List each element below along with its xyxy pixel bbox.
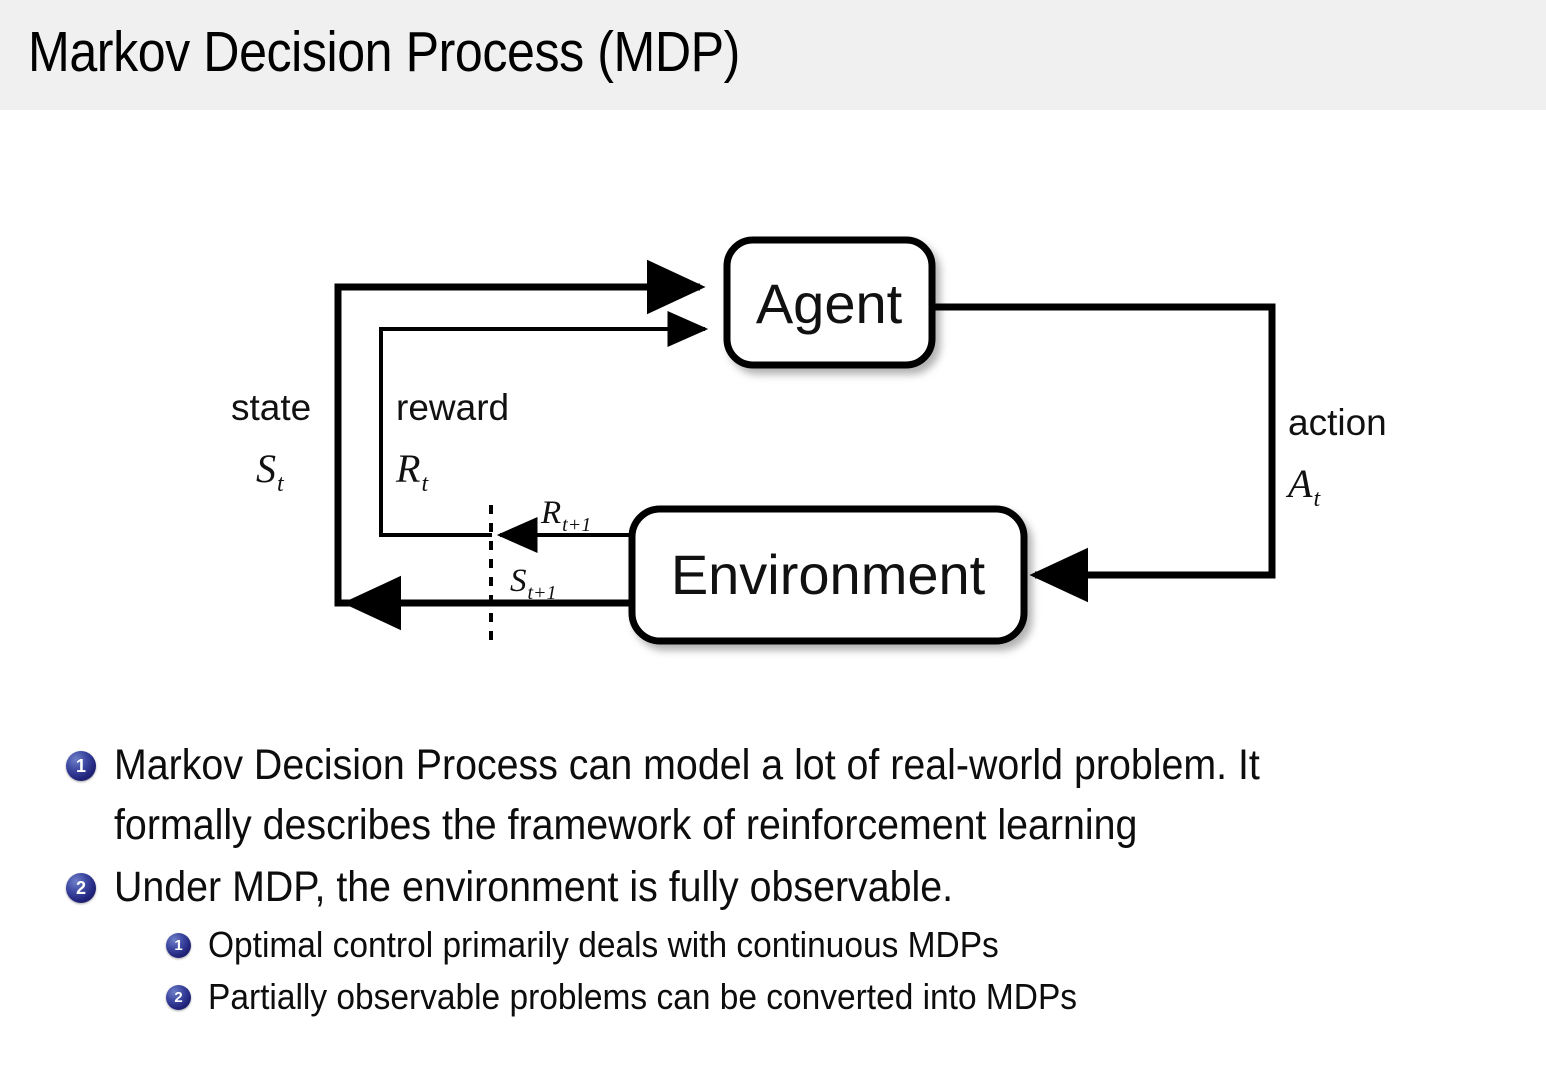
state-word-label: state <box>231 387 311 428</box>
reward-word-label: reward <box>396 387 509 428</box>
environment-node: Environment <box>628 505 1028 645</box>
slide-header-band: Markov Decision Process (MDP) <box>0 0 1546 110</box>
label-state: state St <box>231 387 311 497</box>
label-reward: reward Rt <box>395 387 509 497</box>
agent-node-label: Agent <box>756 272 903 335</box>
label-state-next: St+1 <box>510 563 557 604</box>
bullet-number-marker: 2 <box>166 985 191 1010</box>
list-item-text: Partially observable problems can be con… <box>208 971 1452 1023</box>
list-item-line: Under MDP, the environment is fully obse… <box>114 863 954 911</box>
list-item: 2 Partially observable problems can be c… <box>0 971 1546 1023</box>
reward-next-symbol-label: Rt+1 <box>540 495 591 536</box>
list-item-line: Optimal control primarily deals with con… <box>208 924 999 965</box>
label-reward-next: Rt+1 <box>540 495 591 536</box>
agent-environment-loop-diagram: Agent Environment state St <box>0 110 1546 720</box>
agent-node: Agent <box>723 236 936 369</box>
list-item-text: Optimal control primarily deals with con… <box>208 919 1452 971</box>
action-word-label: action <box>1288 402 1387 443</box>
list-item-text: Markov Decision Process can model a lot … <box>114 735 1424 855</box>
state-next-symbol-label: St+1 <box>510 563 557 604</box>
bullet-number-marker: 1 <box>166 933 191 958</box>
list-item-text: Under MDP, the environment is fully obse… <box>114 857 1424 917</box>
list-item: 2 Under MDP, the environment is fully ob… <box>0 857 1546 917</box>
reward-symbol-label: Rt <box>395 446 429 497</box>
bullet-list: 1 Markov Decision Process can model a lo… <box>0 735 1546 1023</box>
list-item: 1 Markov Decision Process can model a lo… <box>0 735 1546 855</box>
list-item-line: Markov Decision Process can model a lot … <box>114 741 1260 789</box>
edge-action-to-environment <box>932 303 1276 603</box>
label-action: action At <box>1285 402 1387 512</box>
bullet-number-marker: 2 <box>66 873 96 903</box>
page-title: Markov Decision Process (MDP) <box>28 20 740 84</box>
state-symbol-label: St <box>256 446 285 497</box>
action-symbol-label: At <box>1285 461 1321 512</box>
bullet-number-marker: 1 <box>66 751 96 781</box>
list-item-line: formally describes the framework of rein… <box>114 801 1138 849</box>
list-item: 1 Optimal control primarily deals with c… <box>0 919 1546 971</box>
environment-node-label: Environment <box>671 543 986 606</box>
edge-reward-to-agent <box>379 311 709 537</box>
list-item-line: Partially observable problems can be con… <box>208 976 1078 1017</box>
